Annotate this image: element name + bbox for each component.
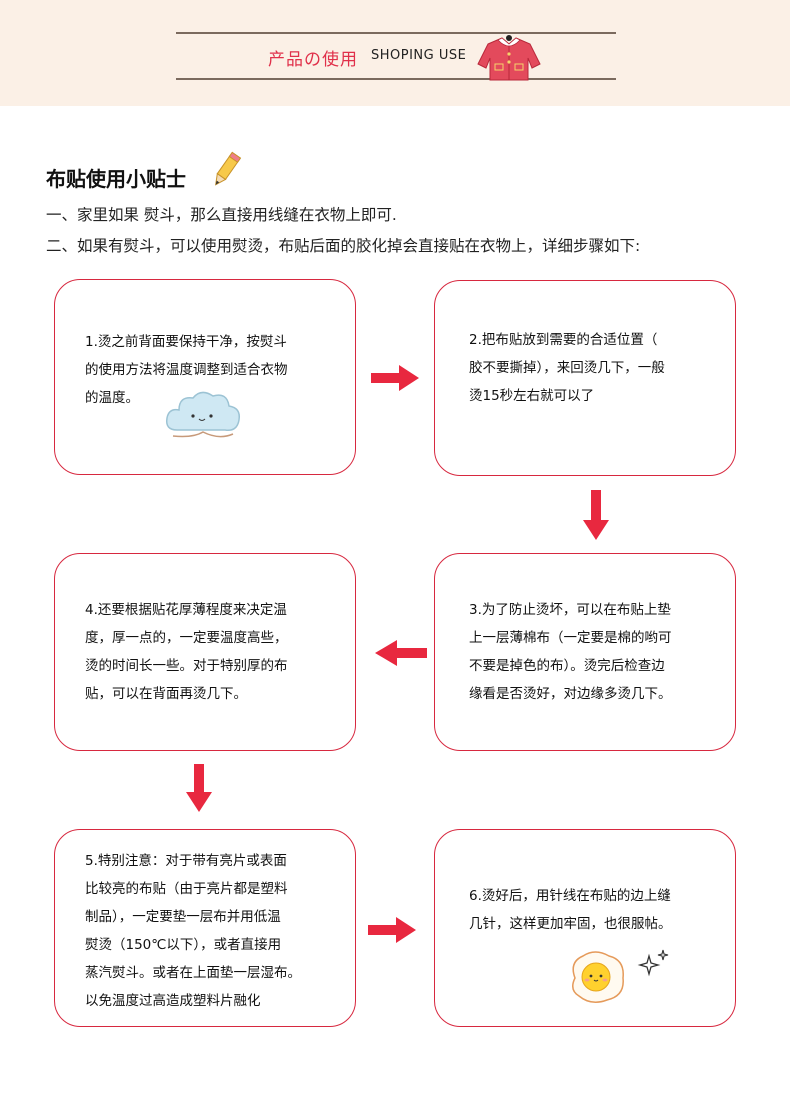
step-5-text: 5.特别注意：对于带有亮片或表面 比较亮的布贴（由于亮片都是塑料 制品），一定要… xyxy=(85,847,301,1015)
cloud-icon xyxy=(165,391,241,438)
step-line: 1.烫之前背面要保持干净，按熨斗 xyxy=(85,334,287,350)
step-line: 2.把布贴放到需要的合适位置（ xyxy=(469,332,658,348)
egg-icon xyxy=(572,951,624,1003)
step-line: 3.为了防止烫坏，可以在布贴上垫 xyxy=(469,602,671,618)
step-line: 比较亮的布贴（由于亮片都是塑料 xyxy=(85,881,288,897)
step-2-text: 2.把布贴放到需要的合适位置（ 胶不要撕掉），来回烫几下，一般 烫15秒左右就可… xyxy=(469,326,665,410)
step-1-text: 1.烫之前背面要保持干净，按熨斗 的使用方法将温度调整到适合衣物 的温度。 xyxy=(85,328,288,412)
step-line: 度，厚一点的，一定要温度高些， xyxy=(85,630,288,646)
step-line: 的使用方法将温度调整到适合衣物 xyxy=(85,362,288,378)
step-line: 胶不要撕掉），来回烫几下，一般 xyxy=(469,360,665,376)
step-line: 烫的时间长一些。对于特别厚的布 xyxy=(85,658,288,674)
step-line: 不要是掉色的布）。烫完后检查边 xyxy=(469,658,665,674)
step-card-5: 5.特别注意：对于带有亮片或表面 比较亮的布贴（由于亮片都是塑料 制品），一定要… xyxy=(54,829,356,1027)
arrow-down-icon xyxy=(583,490,609,540)
pencil-icon xyxy=(215,151,242,186)
step-line: 贴，可以在背面再烫几下。 xyxy=(85,686,247,702)
step-card-2: 2.把布贴放到需要的合适位置（ 胶不要撕掉），来回烫几下，一般 烫15秒左右就可… xyxy=(434,280,736,476)
arrow-left-icon xyxy=(375,640,427,666)
intro-line-2: 二、如果有熨斗，可以使用熨烫，布贴后面的胶化掉会直接贴在衣物上，详细步骤如下: xyxy=(46,237,641,255)
arrow-right-icon xyxy=(368,917,416,943)
step-line: 上一层薄棉布（一定要是棉的哟可 xyxy=(469,630,672,646)
section-title: 布贴使用小贴士 xyxy=(46,167,186,191)
intro-line-1: 一、家里如果 熨斗，那么直接用线缝在衣物上即可. xyxy=(46,206,397,224)
step-line: 6.烫好后，用针线在布贴的边上缝 xyxy=(469,888,671,904)
step-line: 蒸汽熨斗。或者在上面垫一层湿布。 xyxy=(85,965,301,981)
arrow-down-icon xyxy=(186,764,212,812)
banner-title-cn: 产品の使用 xyxy=(268,50,358,70)
step-card-6: 6.烫好后，用针线在布贴的边上缝 几针，这样更加牢固，也很服帖。 xyxy=(434,829,736,1027)
step-line: 的温度。 xyxy=(85,390,139,406)
step-card-3: 3.为了防止烫坏，可以在布贴上垫 上一层薄棉布（一定要是棉的哟可 不要是掉色的布… xyxy=(434,553,736,751)
step-line: 几针，这样更加牢固，也很服帖。 xyxy=(469,916,672,932)
jacket-icon xyxy=(477,35,541,81)
step-line: 烫15秒左右就可以了 xyxy=(469,388,595,404)
step-6-text: 6.烫好后，用针线在布贴的边上缝 几针，这样更加牢固，也很服帖。 xyxy=(469,882,672,938)
banner-rule-bottom xyxy=(176,78,616,80)
step-line: 4.还要根据贴花厚薄程度来决定温 xyxy=(85,602,287,618)
step-card-1: 1.烫之前背面要保持干净，按熨斗 的使用方法将温度调整到适合衣物 的温度。 xyxy=(54,279,356,475)
banner-rule-top xyxy=(176,32,616,34)
step-4-text: 4.还要根据贴花厚薄程度来决定温 度，厚一点的，一定要温度高些， 烫的时间长一些… xyxy=(85,596,288,708)
step-3-text: 3.为了防止烫坏，可以在布贴上垫 上一层薄棉布（一定要是棉的哟可 不要是掉色的布… xyxy=(469,596,672,708)
arrow-right-icon xyxy=(371,365,419,391)
header-banner: 产品の使用 SHOPING USE xyxy=(0,0,790,106)
banner-title-en: SHOPING USE xyxy=(371,48,467,63)
step-line: 缘看是否烫好，对边缘多烫几下。 xyxy=(469,686,672,702)
step-line: 熨烫（150℃以下），或者直接用 xyxy=(85,937,282,953)
step-card-4: 4.还要根据贴花厚薄程度来决定温 度，厚一点的，一定要温度高些， 烫的时间长一些… xyxy=(54,553,356,751)
sparkle-icon xyxy=(637,949,669,977)
step-line: 5.特别注意：对于带有亮片或表面 xyxy=(85,853,287,869)
step-line: 以免温度过高造成塑料片融化 xyxy=(85,993,261,1009)
step-line: 制品），一定要垫一层布并用低温 xyxy=(85,909,281,925)
